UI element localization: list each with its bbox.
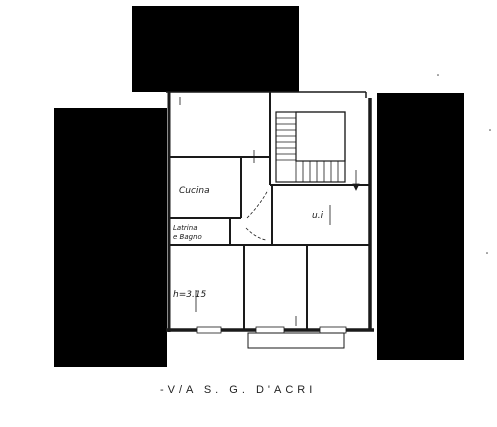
specks [437,74,491,254]
redaction-block-left [54,108,167,367]
label-room-height: h=3.15 [173,290,207,300]
label-bagno: e Bagno [173,233,202,241]
label-right-room: u.i [312,211,324,221]
street-name: -V/A S. G. D'ACRI [160,384,316,396]
label-latrina: Latrina [173,224,197,232]
door-swings [245,189,269,241]
redaction-block-top [132,6,299,92]
bottom-windows [196,326,347,334]
dimension-marks [179,97,360,326]
redaction-block-right [377,93,464,360]
label-cucina: Cucina [179,186,210,196]
staircase [275,111,346,183]
interior-walls [169,92,370,330]
balcony [247,332,345,349]
